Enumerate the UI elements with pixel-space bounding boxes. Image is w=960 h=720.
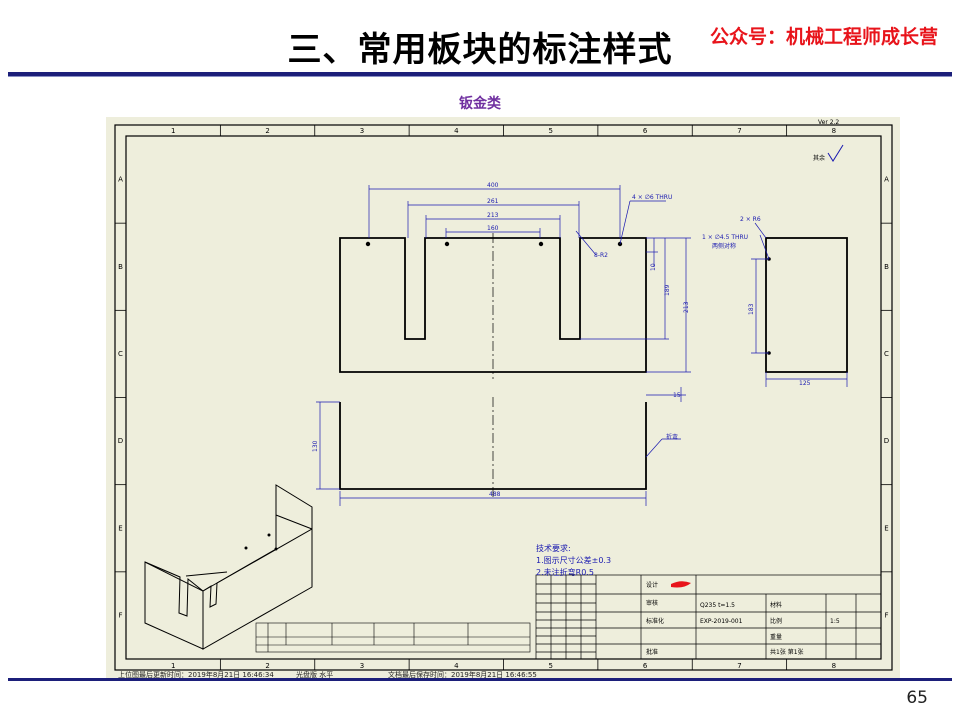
tb-scale-label: 比例 <box>770 617 782 625</box>
revision-label: Ver 2.2 <box>818 119 839 126</box>
hole-note: 4 × ∅6 THRU <box>632 194 672 201</box>
dim-400: 400 <box>487 182 499 189</box>
technical-notes: 技术要求: 1.图示尺寸公差±0.3 2.未注折弯R0.5 <box>536 543 611 579</box>
bend-radius-note: 8-R2 <box>594 252 608 259</box>
isometric-view <box>144 484 313 650</box>
footer-right: 文档最后保存时间：2019年8月21日 16:46:55 <box>388 671 537 679</box>
zone-label: 8 <box>832 662 836 670</box>
dim-10: 10 <box>650 263 657 271</box>
top-view: 488 130 15 折弯 <box>312 387 686 506</box>
side-hole-sub: 两侧对称 <box>712 242 736 250</box>
zone-label: 2 <box>265 662 269 670</box>
zone-label: 3 <box>360 127 364 135</box>
zone-label: 6 <box>643 127 648 135</box>
dim-213-vertical: 213 <box>683 301 690 313</box>
tb-sheet-label: 共1张 第1张 <box>770 648 804 656</box>
zone-label: 1 <box>171 127 175 135</box>
roughness-icon <box>827 144 844 162</box>
zone-label: 7 <box>737 662 741 670</box>
dim-flange: 15 <box>673 392 681 399</box>
front-dims <box>368 185 691 373</box>
brand-label: 公众号：机械工程师成长营 <box>709 26 938 48</box>
zone-label: 8 <box>832 127 836 135</box>
notes-line-2: 2.未注折弯R0.5 <box>536 568 594 577</box>
tb-weight-label: 重量 <box>770 633 782 641</box>
roughness-label: 其余 <box>813 154 825 162</box>
front-holes <box>365 241 623 247</box>
hole-marker <box>538 241 544 247</box>
zone-label: 5 <box>548 127 552 135</box>
zone-label: C <box>118 350 123 358</box>
inner-border <box>125 135 882 660</box>
dim-125: 125 <box>799 380 811 387</box>
side-view: 2 × R6 1 × ∅4.5 THRU 两侧对称 183 125 <box>702 216 848 387</box>
notes-title: 技术要求: <box>536 544 571 553</box>
zone-label: D <box>884 437 889 445</box>
dim-488: 488 <box>489 491 501 498</box>
signature-mark <box>671 581 691 588</box>
title-divider-thin <box>8 76 952 77</box>
side-dims <box>751 222 848 387</box>
zone-label: 3 <box>360 662 364 670</box>
tb-material-value: Q235 t=1.5 <box>700 602 735 609</box>
tb-standard-label: 标准化 <box>646 617 664 625</box>
zone-label: B <box>884 263 889 271</box>
zone-label: 1 <box>171 662 175 670</box>
tb-approve-label: 批准 <box>646 648 658 656</box>
tb-drawing-no: EXP-2019-001 <box>700 618 743 625</box>
tb-design-label: 设计 <box>646 581 658 589</box>
bend-note: 折弯 <box>666 433 678 441</box>
zone-label: 7 <box>737 127 741 135</box>
zone-label: D <box>118 437 123 445</box>
section-subtitle: 钣金类 <box>459 96 501 112</box>
zone-label: F <box>884 611 888 619</box>
dim-189: 189 <box>664 284 671 296</box>
slide-title: 三、常用板块的标注样式 <box>287 30 673 70</box>
zone-ticks <box>115 125 892 670</box>
zone-label: F <box>118 611 122 619</box>
hole-marker <box>365 241 371 247</box>
parts-list-table <box>255 622 531 653</box>
zone-label: B <box>118 263 123 271</box>
side-radius-note: 2 × R6 <box>740 216 761 223</box>
outer-border <box>114 124 893 671</box>
dim-213: 213 <box>487 212 499 219</box>
dim-183: 183 <box>748 303 755 315</box>
zone-label: A <box>118 176 123 184</box>
zone-label: 4 <box>454 127 459 135</box>
dim-160: 160 <box>487 225 499 232</box>
title-block <box>535 574 882 660</box>
title-divider <box>8 72 952 76</box>
top-dims <box>316 387 686 506</box>
zone-label: 2 <box>265 127 269 135</box>
zone-label: 4 <box>454 662 459 670</box>
notes-line-1: 1.图示尺寸公差±0.3 <box>536 556 612 565</box>
zone-label: C <box>884 350 889 358</box>
side-plate-outline <box>765 237 848 373</box>
zone-label: A <box>884 176 889 184</box>
zone-label: 6 <box>643 662 648 670</box>
footer-middle: 光盘版 水平 <box>296 671 334 679</box>
tb-check-label: 审核 <box>646 599 658 607</box>
front-view: 400 261 213 160 4 × ∅6 THRU 8-R2 10 189 … <box>339 182 691 379</box>
bottom-divider <box>8 678 952 681</box>
side-hole-note: 1 × ∅4.5 THRU <box>702 234 748 241</box>
dim-261: 261 <box>487 198 499 205</box>
page-number: 65 <box>906 688 928 708</box>
zone-label: 5 <box>548 662 552 670</box>
tb-material-label: 材料 <box>770 601 782 609</box>
tb-scale-value: 1:5 <box>830 618 840 625</box>
zone-label: E <box>118 524 122 532</box>
footer-left: 上位图最后更新时间：2019年8月21日 16:46:34 <box>118 671 274 679</box>
hole-marker <box>444 241 450 247</box>
dim-130: 130 <box>312 440 319 452</box>
zone-label: E <box>884 524 888 532</box>
